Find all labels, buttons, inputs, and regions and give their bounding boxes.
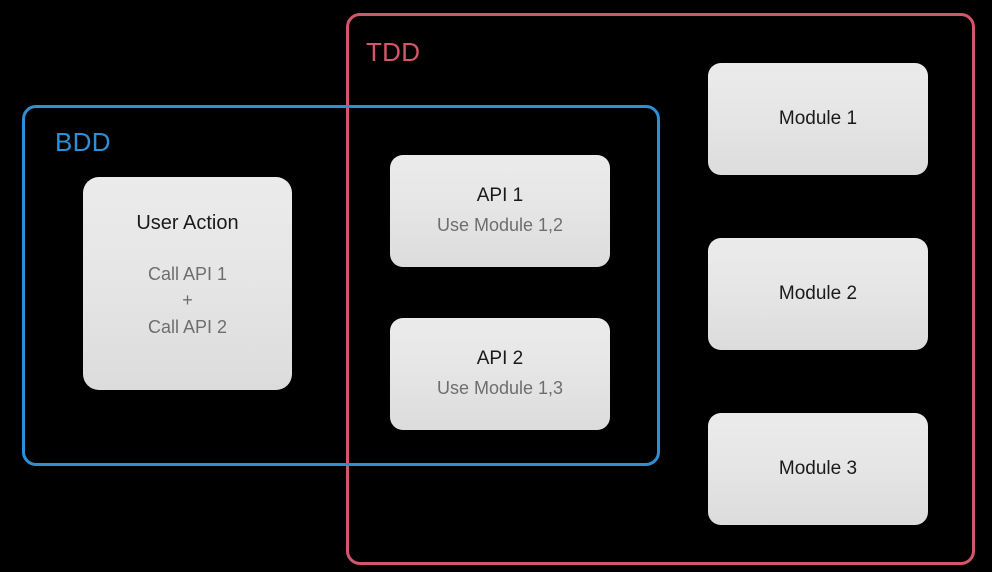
node-module-2[interactable]: Module 2 (708, 238, 928, 350)
user-action-title: User Action (136, 212, 239, 234)
node-api-1[interactable]: API 1 Use Module 1,2 (390, 155, 610, 267)
api-1-title: API 1 (476, 185, 524, 207)
node-api-2[interactable]: API 2 Use Module 1,3 (390, 318, 610, 430)
node-module-3[interactable]: Module 3 (708, 413, 928, 525)
api-2-subtitle: Use Module 1,3 (436, 378, 564, 399)
node-user-action[interactable]: User Action Call API 1 + Call API 2 (83, 177, 292, 390)
bdd-group-label: BDD (55, 127, 111, 157)
api-2-title: API 2 (476, 348, 524, 370)
bdd-group-boundary (22, 105, 660, 466)
user-action-line-3: Call API 2 (147, 316, 228, 337)
user-action-line-1: Call API 1 (147, 264, 228, 284)
module-1-title: Module 1 (778, 108, 858, 129)
module-2-title: Module 2 (778, 283, 858, 304)
tdd-group-boundary (346, 13, 975, 565)
user-action-line-2: + (182, 290, 193, 311)
user-action-detail: Call API 1 + Call API 2 (148, 262, 227, 339)
api-1-subtitle: Use Module 1,2 (436, 215, 564, 236)
node-module-1[interactable]: Module 1 (708, 63, 928, 175)
tdd-group-label: TDD (366, 37, 421, 67)
module-3-title: Module 3 (778, 458, 858, 479)
